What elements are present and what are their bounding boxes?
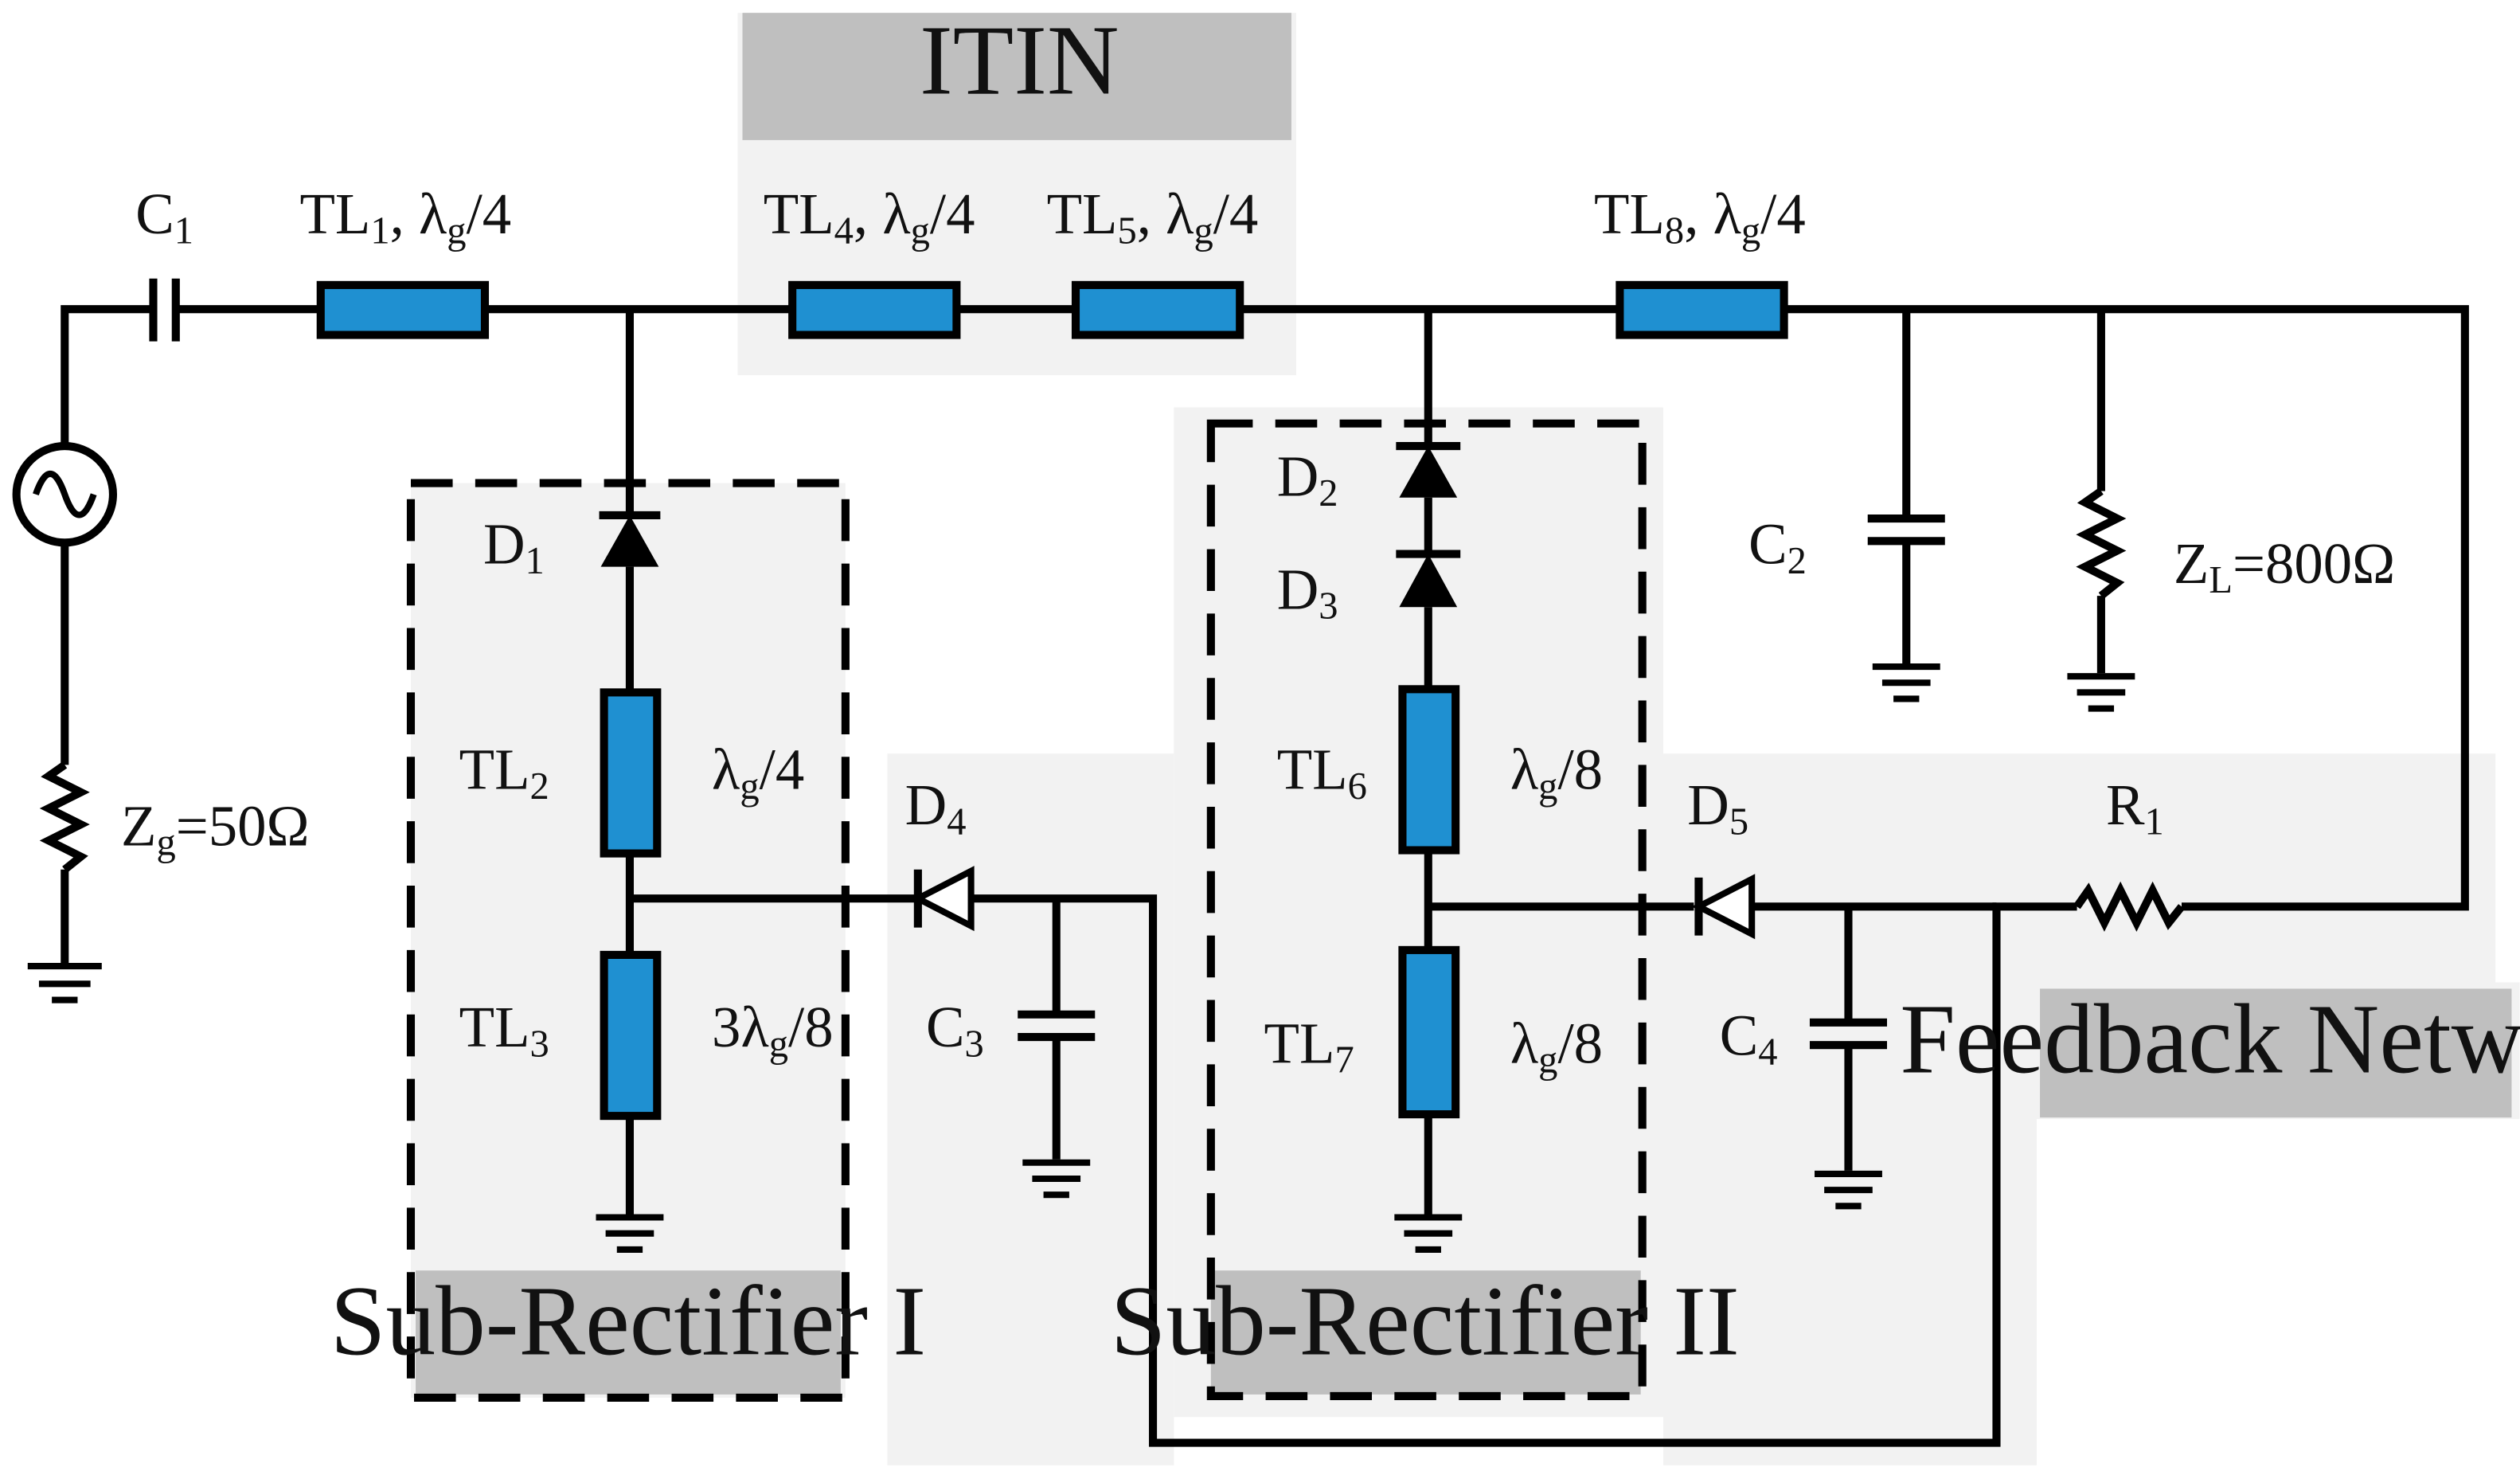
tl4 — [788, 280, 961, 339]
ac-source — [12, 441, 117, 547]
resistors — [39, 487, 2185, 932]
d4-label: D4 — [905, 773, 967, 843]
zg-label: Zg=50Ω — [121, 793, 310, 863]
sub-rectifier-2-header — [1210, 1270, 1641, 1395]
grounds — [27, 663, 2135, 1253]
tl7 — [1398, 945, 1460, 1119]
component-labels: C1 TL1, λg/4 TL4, λg/4 TL5, λg/4 TL8, λg… — [121, 182, 2395, 1081]
ground-c2 — [1872, 663, 1940, 702]
ground-tl3 — [596, 1214, 664, 1253]
wire-source-to-c1 — [61, 305, 154, 452]
d5-label: D5 — [1687, 773, 1748, 843]
itin-header — [742, 13, 1291, 140]
diodes — [599, 441, 1756, 940]
d2-label: D2 — [1277, 444, 1338, 514]
tl6 — [1398, 685, 1460, 855]
sub-rectifier-1-label: Sub-Rectifier I — [330, 1266, 926, 1376]
transmission-lines — [316, 280, 1788, 1121]
tl1-label: TL1, λg/4 — [299, 182, 511, 252]
tl3-label: TL3 — [459, 995, 549, 1065]
d4-region — [887, 753, 1174, 1465]
d3-diode — [1396, 550, 1461, 608]
tl8 — [1616, 280, 1788, 339]
itin-label: ITIN — [920, 5, 1119, 115]
ground-c4 — [1815, 1170, 1882, 1210]
tl7-label: TL7 — [1264, 1011, 1354, 1081]
tl4-label: TL4, λg/4 — [764, 182, 975, 252]
ground-c3 — [1022, 1159, 1091, 1199]
tl2 — [600, 688, 662, 858]
r1-label: R1 — [2106, 773, 2164, 843]
feedback-header — [2040, 988, 2512, 1118]
c2-label: C2 — [1748, 512, 1807, 582]
d1-label: D1 — [483, 512, 545, 582]
d4-diode — [911, 866, 975, 932]
tl7-length-label: λg/8 — [1510, 1011, 1603, 1081]
tl3-length-label: 3λg/8 — [712, 995, 834, 1065]
d1-diode — [599, 511, 661, 567]
feedback-network-label: Feedback Network — [1900, 984, 2520, 1095]
tl8-label: TL8, λg/4 — [1594, 182, 1806, 252]
c3-capacitor — [1018, 1010, 1096, 1042]
c3-label: C3 — [926, 995, 984, 1065]
c1-label: C1 — [135, 182, 193, 252]
d2-diode — [1396, 441, 1461, 554]
d3-label: D3 — [1277, 557, 1338, 627]
wire-output-rail — [1784, 305, 2469, 911]
tl3 — [600, 950, 662, 1121]
zl-resistor — [2076, 487, 2127, 600]
d5-diode — [1691, 874, 1756, 940]
sub-rectifier-1-header — [416, 1270, 841, 1395]
tl2-label: TL2 — [459, 738, 549, 808]
wires — [61, 305, 2469, 1447]
tl1 — [316, 280, 490, 339]
c4-label: C4 — [1720, 1003, 1778, 1073]
tl6-label: TL6 — [1277, 738, 1367, 808]
sub-rectifier-2-label: Sub-Rectifier II — [1111, 1266, 1740, 1376]
zg-resistor — [39, 761, 90, 873]
ground-tl7 — [1394, 1214, 1463, 1253]
tl5-label: TL5, λg/4 — [1047, 182, 1259, 252]
c4-capacitor — [1809, 1018, 1888, 1050]
zl-label: ZL=800Ω — [2174, 531, 2395, 601]
tl6-length-label: λg/8 — [1510, 738, 1603, 808]
ground-source — [27, 963, 102, 1004]
capacitors — [149, 278, 1945, 1050]
ground-zl — [2067, 673, 2135, 712]
tl2-length-label: λg/4 — [712, 738, 804, 808]
wire-d4-out — [971, 894, 2077, 1447]
r1-resistor — [2073, 881, 2185, 932]
c2-capacitor — [1867, 514, 1945, 546]
tl5 — [1071, 280, 1244, 339]
c1-capacitor — [149, 278, 180, 342]
